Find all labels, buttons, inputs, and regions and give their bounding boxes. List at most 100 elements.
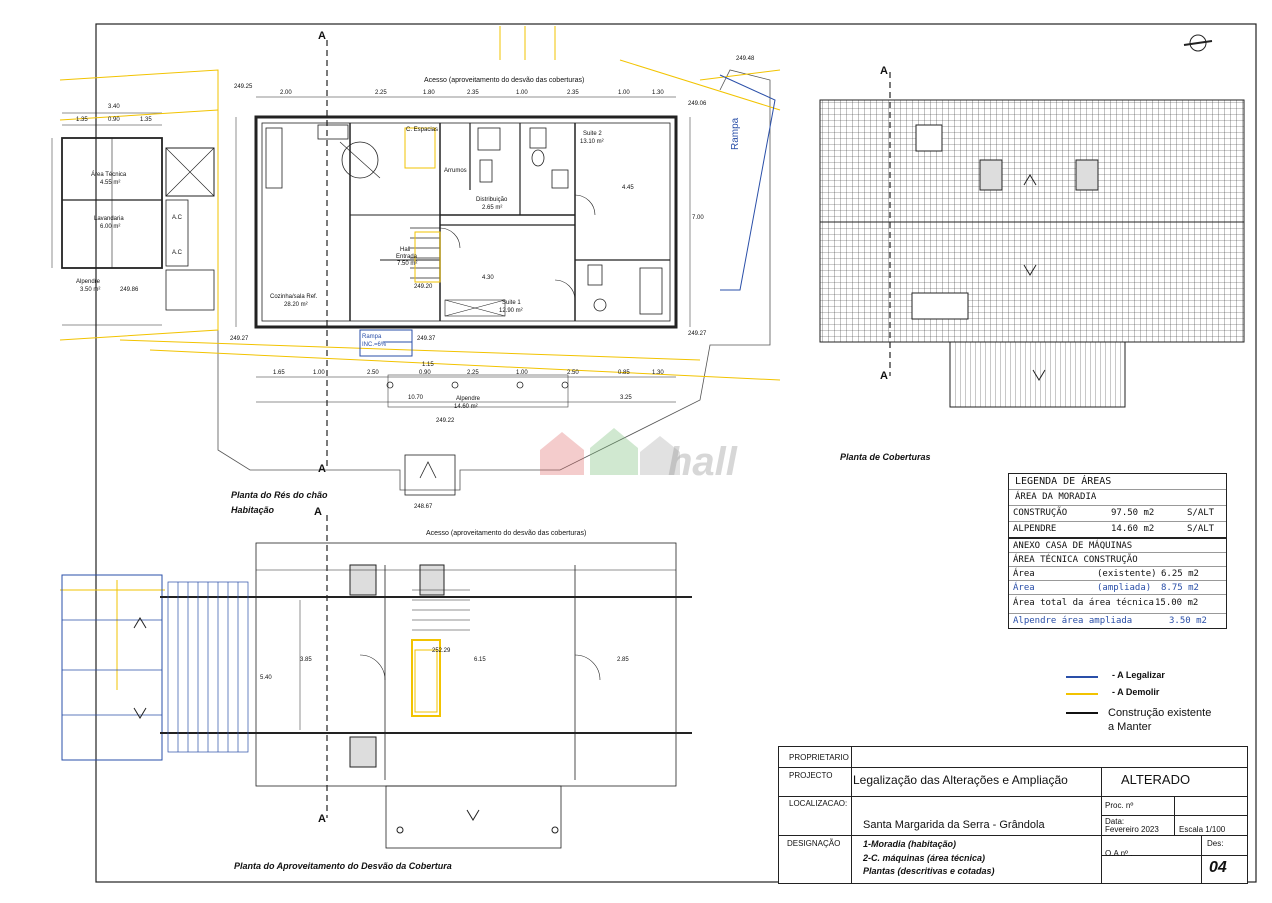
status-text: ALTERADO bbox=[1121, 772, 1191, 787]
label-rampa: Rampa bbox=[362, 334, 382, 340]
legend-line-demolir bbox=[1066, 693, 1098, 695]
level-mark: 249.20 bbox=[414, 284, 433, 290]
legend-moradia: ÁREA DA MORADIA bbox=[1015, 492, 1097, 502]
dimension-label: 3.25 bbox=[620, 395, 632, 401]
roof-plan-caption: Planta de Coberturas bbox=[840, 452, 931, 462]
legend-title: LEGENDA DE ÁREAS bbox=[1015, 476, 1112, 487]
level-mark: 249.48 bbox=[736, 56, 755, 62]
legend-area2-label: Área bbox=[1013, 583, 1035, 593]
dimension-label: 1.15 bbox=[422, 362, 434, 368]
watermark-text: hall bbox=[668, 440, 737, 484]
legend-demolir-label: - A Demolir bbox=[1112, 687, 1160, 697]
dimension-label: 1.30 bbox=[652, 370, 664, 376]
level-mark: 249.27 bbox=[688, 331, 707, 337]
legend-manter-label: Construção existente bbox=[1108, 707, 1212, 719]
legend-alpendre-label: ALPENDRE bbox=[1013, 524, 1057, 534]
dimension-label: 1.30 bbox=[652, 90, 664, 96]
proprietario-label: PROPRIETARIO bbox=[789, 753, 849, 762]
legend-total-value: 15.00 m2 bbox=[1155, 598, 1199, 608]
data-label: Data: bbox=[1105, 817, 1125, 826]
level-mark: 249.22 bbox=[436, 418, 455, 424]
designacao-line-1: 1-Moradia (habitação) bbox=[863, 839, 957, 849]
dimension-label: 2.50 bbox=[367, 370, 379, 376]
dimension-label: 1.00 bbox=[516, 370, 528, 376]
section-marker: A bbox=[880, 370, 888, 382]
dimension-label: 0.90 bbox=[108, 117, 120, 123]
level-mark: 248.67 bbox=[414, 504, 433, 510]
location-value: Santa Margarida da Serra - Grândola bbox=[863, 819, 1045, 831]
dimension-label: 2.25 bbox=[467, 370, 479, 376]
localizacao-label: LOCALIZACAO: bbox=[789, 799, 848, 808]
level-mark: 249.37 bbox=[417, 336, 436, 342]
dimension-label: 2.50 bbox=[567, 370, 579, 376]
room-arrumos: Arrumos bbox=[444, 168, 467, 174]
level-mark: 249.25 bbox=[234, 84, 253, 90]
dimension-label: 10.70 bbox=[408, 395, 424, 401]
dimension-label: 1.00 bbox=[618, 90, 630, 96]
legend-total-label: Área total da área técnica bbox=[1013, 598, 1154, 608]
designacao-line-2: 2-C. máquinas (área técnica) bbox=[863, 853, 986, 863]
demolish-lines bbox=[59, 26, 781, 717]
legend-line-legalizar bbox=[1066, 676, 1098, 678]
room-suite2-area: 13.10 m² bbox=[580, 139, 604, 145]
projeto-label: PROJECTO bbox=[789, 771, 833, 780]
legend-ampliada: (ampliada) bbox=[1097, 583, 1152, 593]
level-mark: 249.06 bbox=[688, 101, 707, 107]
room-cozinha-area: 28.20 m² bbox=[284, 302, 308, 308]
level-mark: 249.27 bbox=[230, 336, 249, 342]
legend-anexo: ANEXO CASA DE MÁQUINAS bbox=[1013, 541, 1133, 551]
room-lavandaria: Lavandaria bbox=[94, 216, 124, 222]
attic-access-label-top: Acesso (aproveitamento do desvão das cob… bbox=[424, 77, 585, 84]
room-suite1-area: 12.90 m² bbox=[499, 308, 523, 314]
room-lavandaria-area: 6.00 m² bbox=[100, 224, 121, 230]
dimension-label: 4.30 bbox=[482, 275, 494, 281]
room-distribuicao: Distribuição bbox=[476, 197, 508, 203]
title-block: PROPRIETARIO PROJECTO Legalização das Al… bbox=[778, 746, 1248, 884]
legend-ampliada-value: 8.75 m2 bbox=[1161, 583, 1199, 593]
attic-plan bbox=[62, 542, 692, 849]
room-suite2: Suite 2 bbox=[583, 131, 602, 137]
designacao-label: DESIGNAÇÃO bbox=[787, 839, 841, 848]
room-area-tecnica: Área Técnica bbox=[91, 172, 127, 178]
dimension-label: 7.00 bbox=[692, 215, 704, 221]
section-marker: A bbox=[318, 813, 326, 825]
des-label: Des: bbox=[1207, 839, 1224, 848]
ground-floor-plan bbox=[51, 69, 771, 496]
legend-construcao-tag: S/ALT bbox=[1187, 508, 1215, 518]
designacao-line-3: Plantas (descritivas e cotadas) bbox=[863, 866, 995, 876]
data-value: Fevereiro 2023 bbox=[1105, 825, 1159, 834]
legend-construcao-label: CONSTRUÇÃO bbox=[1013, 508, 1068, 518]
dimension-label: 6.15 bbox=[474, 657, 486, 663]
room-hall: Hall bbox=[400, 247, 411, 253]
dimension-label: 4.45 bbox=[622, 185, 634, 191]
dimension-label: 1.35 bbox=[76, 117, 88, 123]
sheet-number: 04 bbox=[1209, 859, 1227, 876]
dimension-label: 0.90 bbox=[419, 370, 431, 376]
dimension-label: 2.25 bbox=[375, 90, 387, 96]
legend-construcao-value: 97.50 m2 bbox=[1111, 508, 1155, 518]
legend-manter-label-2: a Manter bbox=[1108, 721, 1152, 733]
legend-line-manter bbox=[1066, 712, 1098, 714]
watermark-logo-icon bbox=[540, 428, 680, 475]
dimension-label: 1.00 bbox=[516, 90, 528, 96]
attic-plan-caption: Planta do Aproveitamento do Desvão da Co… bbox=[234, 861, 452, 871]
section-marker: A bbox=[880, 65, 888, 77]
legend-alpendre-value: 14.60 m2 bbox=[1111, 524, 1155, 534]
room-cozinha: Cozinha/sala Ref. bbox=[270, 294, 318, 300]
legend-existente-value: 6.25 m2 bbox=[1161, 569, 1199, 579]
dimension-label: 2.85 bbox=[617, 657, 629, 663]
room-c-espacias: C. Espacias bbox=[406, 127, 439, 133]
room-distribuicao-area: 2.65 m² bbox=[482, 205, 503, 211]
room-alpendre-big-area: 14.60 m² bbox=[454, 404, 478, 410]
legend-alpendre-amp-value: 3.50 m2 bbox=[1169, 616, 1207, 626]
section-marker: A bbox=[318, 463, 326, 475]
dimension-label: 5.40 bbox=[260, 675, 272, 681]
north-arrow-icon bbox=[1183, 34, 1213, 52]
legend-existente: (existente) bbox=[1097, 569, 1157, 579]
projeto-value: Legalização das Alterações e Ampliação bbox=[853, 773, 1068, 787]
attic-access-label-bottom: Acesso (aproveitamento do desvão das cob… bbox=[426, 530, 587, 537]
legend-alpendre-tag: S/ALT bbox=[1187, 524, 1215, 534]
room-hall-area: 7.50 m² bbox=[397, 261, 418, 267]
